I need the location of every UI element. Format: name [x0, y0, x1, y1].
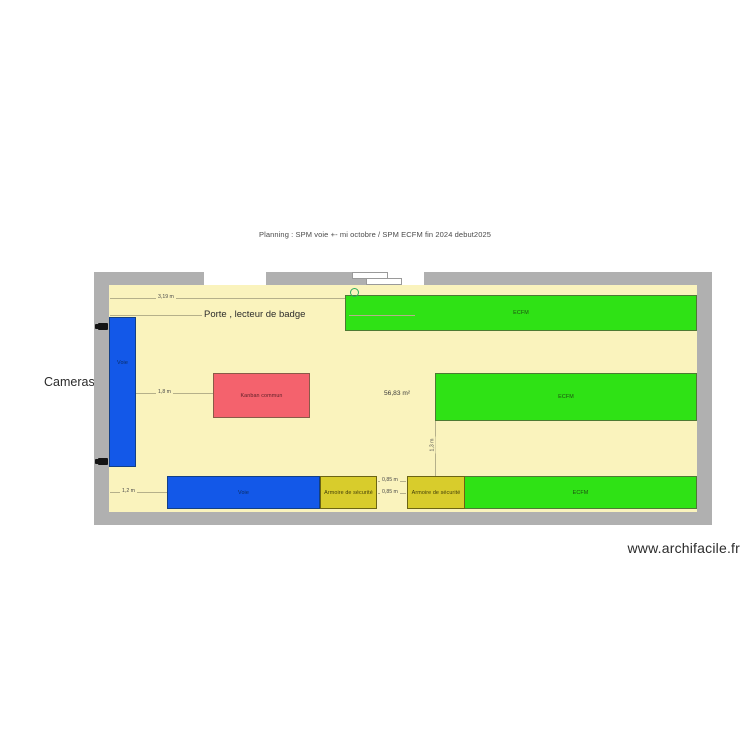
zone-label: Voie [117, 360, 128, 366]
zone-label: Kanban commun [240, 392, 283, 399]
zone-kanban-commun[interactable]: Kanban commun [213, 373, 310, 418]
door-callout-label: Porte , lecteur de badge [204, 309, 306, 320]
camera-icon-upper[interactable] [95, 323, 108, 332]
room-area-label: 56,83 m² [384, 390, 411, 397]
wall-opening-left [204, 272, 266, 285]
badge-reader-icon[interactable] [350, 288, 359, 297]
dimension-label-voie-offset: 1,8 m [156, 389, 173, 395]
zone-label: Voie [238, 489, 249, 496]
dimension-label-cabinet-gap-upper: 0,85 m [380, 477, 400, 483]
floor-plan-canvas[interactable]: ECFM ECFM ECFM Voie Voie Kanban commun A… [94, 272, 712, 525]
door-callout-leader-right [349, 315, 415, 316]
zone-label: ECFM [513, 310, 529, 316]
dimension-label-cabinet-gap-lower: 0,85 m [380, 489, 400, 495]
zone-voie-left[interactable]: Voie [109, 317, 136, 467]
zone-armoire-securite-2[interactable]: Armoire de sécurité [407, 476, 465, 509]
cameras-label: Cameras [44, 375, 95, 389]
zone-ecfm-middle[interactable]: ECFM [435, 373, 697, 421]
sliding-door-icon[interactable] [352, 272, 402, 286]
camera-mount [95, 459, 99, 464]
camera-body [98, 458, 108, 465]
dimension-line-vertical-gap [435, 421, 436, 476]
zone-ecfm-bottom[interactable]: ECFM [464, 476, 697, 509]
camera-body [98, 323, 108, 330]
zone-voie-bottom[interactable]: Voie [167, 476, 320, 509]
zone-label: Armoire de sécurité [324, 489, 373, 496]
zone-label: ECFM [558, 394, 574, 400]
door-callout-leader-left [110, 315, 202, 316]
dimension-label-top-width: 3,19 m [156, 294, 176, 300]
watermark-archifacile: www.archifacile.fr [627, 540, 740, 556]
camera-icon-lower[interactable] [95, 458, 108, 467]
dimension-line-bottom-left [110, 492, 167, 493]
camera-mount [95, 324, 99, 329]
zone-ecfm-top[interactable]: ECFM [345, 295, 697, 331]
zone-armoire-securite-1[interactable]: Armoire de sécurité [320, 476, 377, 509]
dimension-line-top-width [110, 298, 345, 299]
dimension-line-voie-offset [136, 393, 213, 394]
dimension-label-vertical-gap: 1,3 m [429, 436, 436, 454]
zone-label: Armoire de sécurité [411, 489, 461, 496]
zone-label: ECFM [572, 489, 589, 496]
page-title: Planning : SPM voie +- mi octobre / SPM … [258, 230, 492, 239]
door-leaf-b [366, 278, 402, 285]
dimension-label-bottom-left: 1,2 m [120, 488, 137, 494]
